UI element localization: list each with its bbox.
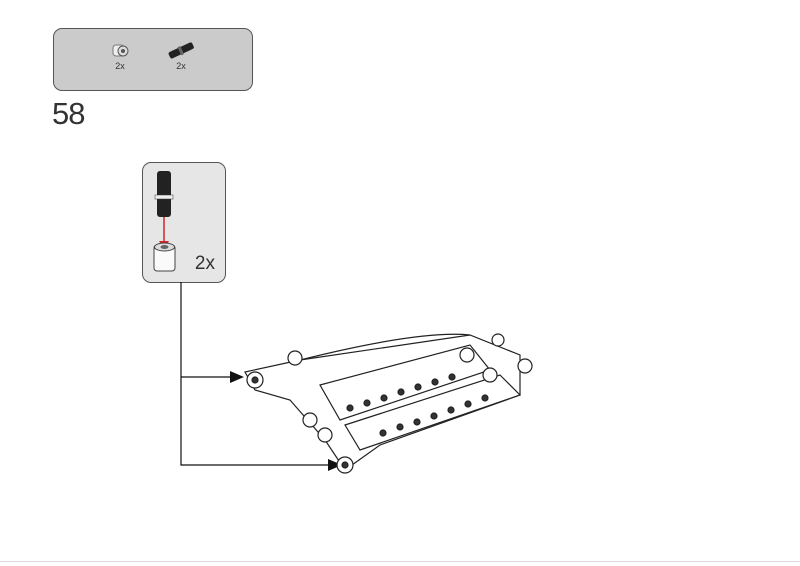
callout-multiplier: 2x [194, 253, 215, 274]
part-qty: 2x [115, 61, 125, 71]
callout-illustration [153, 171, 176, 272]
arrow-icon [230, 371, 244, 383]
bush-icon [112, 44, 129, 57]
beam-assembly [244, 333, 533, 474]
parts-list-panel: 2x 2x [53, 28, 253, 91]
step-number: 58 [52, 96, 85, 131]
parts-list-item: 2x [166, 41, 196, 71]
arrow-icon [328, 459, 342, 471]
axle-pin-icon [168, 42, 194, 59]
page-bottom-border [0, 561, 800, 562]
callout-leader-lines [180, 282, 330, 466]
sub-assembly-callout: 2x [142, 162, 226, 283]
axle-pin-icon [157, 171, 171, 217]
part-qty: 2x [176, 61, 186, 71]
parts-list-item: 2x [110, 41, 130, 71]
